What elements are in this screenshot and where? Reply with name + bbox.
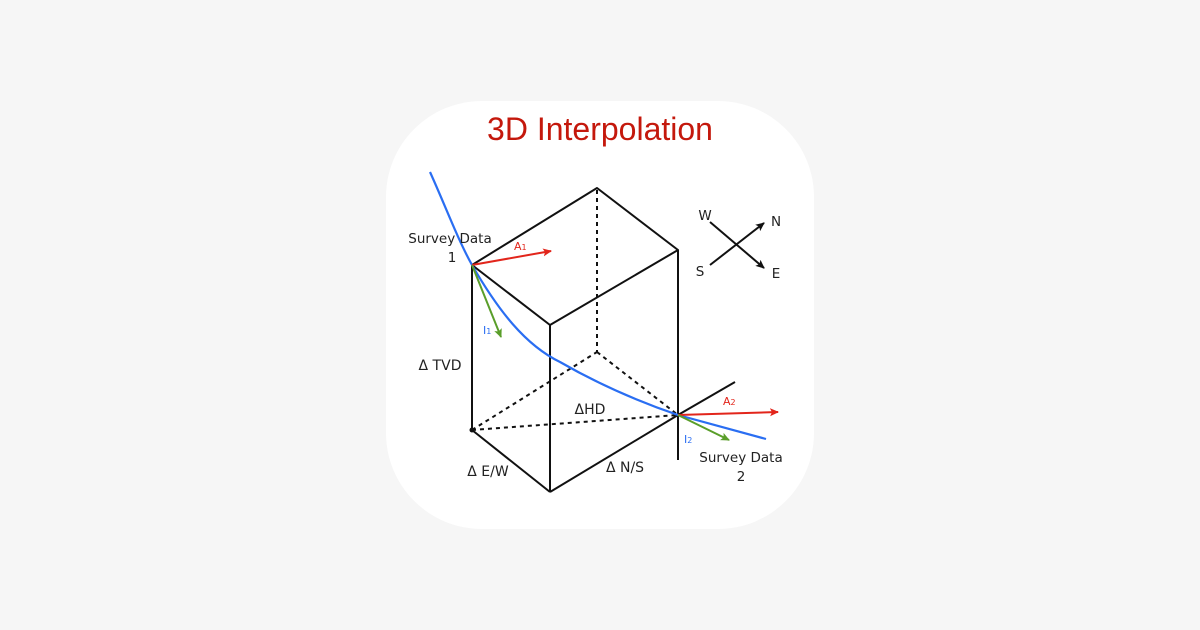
survey1-number: 1 [448, 250, 457, 266]
a2-label: A2 [723, 395, 736, 408]
azimuth-vector-2 [677, 408, 779, 417]
hd-label: ΔHD [575, 402, 606, 418]
inclination-vector-1 [471, 264, 502, 338]
i1-label: I1 [483, 324, 491, 337]
tvd-label: Δ TVD [419, 358, 462, 374]
a1-label: A1 [514, 240, 527, 253]
box-ew-edge [471, 429, 551, 493]
ns-label: Δ N/S [606, 460, 644, 476]
compass-e: E [772, 266, 781, 282]
hidden-edges [471, 190, 679, 431]
icon-title: 3D Interpolation [487, 111, 713, 147]
survey2-horizontal-axis [677, 381, 736, 416]
wellpath-curve [428, 171, 767, 441]
box-top-face [471, 187, 679, 326]
box-ns-edge [549, 414, 679, 493]
ew-label: Δ E/W [467, 464, 509, 480]
survey1-label: Survey Data [408, 231, 492, 247]
compass-s: S [696, 264, 705, 280]
bottom-left-vertex [469, 427, 475, 433]
compass-rose: W N S E [696, 208, 781, 282]
survey2-label: Survey Data [699, 450, 783, 466]
compass-sn-arrow [709, 222, 765, 266]
compass-n: N [771, 214, 781, 230]
hd-diagonal [471, 414, 679, 431]
app-icon [386, 101, 814, 529]
survey2-number: 2 [737, 469, 746, 485]
i2-label: I2 [684, 433, 692, 446]
hidden-back-right-edge [596, 351, 679, 416]
inclination-vector-2 [677, 414, 730, 441]
hidden-back-left-edge [471, 351, 598, 431]
azimuth-vector-1 [471, 248, 552, 266]
box-edges [471, 187, 736, 493]
compass-w: W [698, 208, 711, 224]
